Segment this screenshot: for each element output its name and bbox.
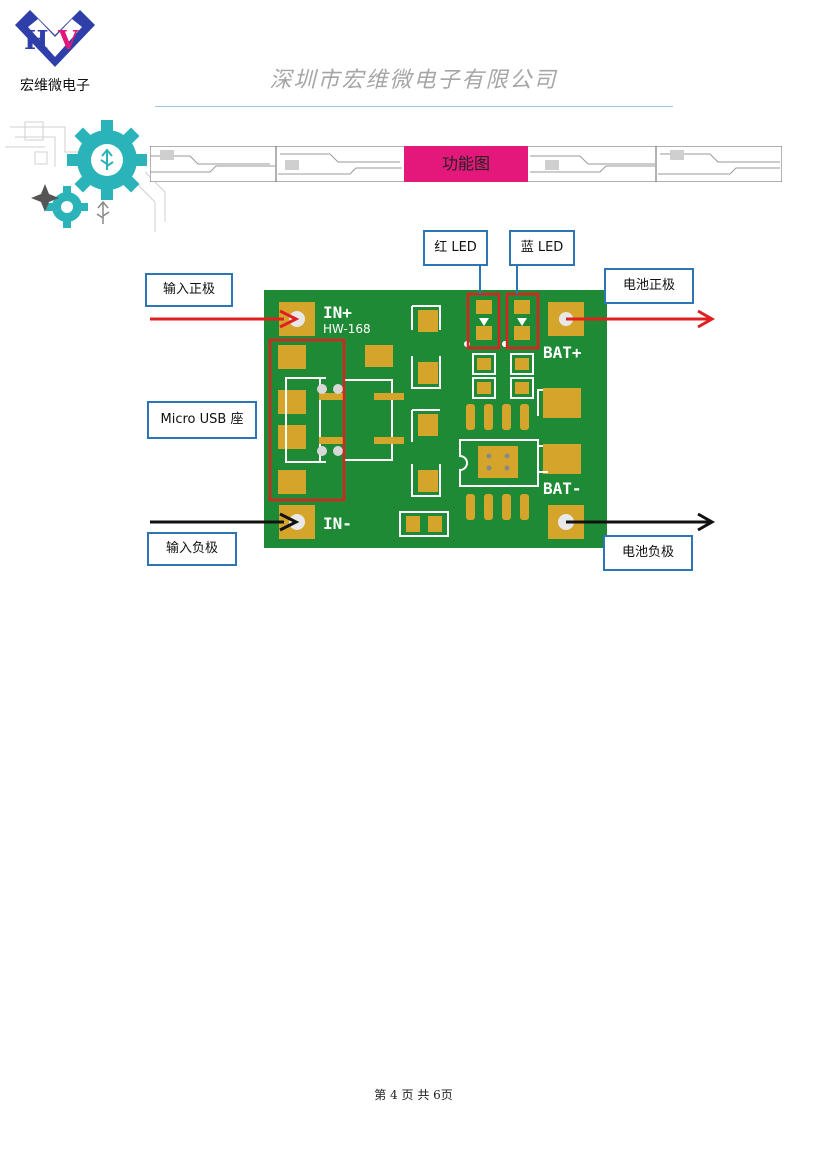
- svg-text:V: V: [57, 26, 79, 56]
- battery-positive-arrow: [566, 309, 716, 329]
- gear-decoration-icon: [5, 120, 166, 232]
- callout-input-positive: 输入正极: [145, 273, 233, 307]
- callout-input-negative: 输入负极: [147, 532, 237, 566]
- banner-title: 功能图: [441, 154, 490, 173]
- input-positive-arrow: [150, 309, 300, 329]
- charger-ic-footprint: [459, 404, 539, 520]
- callout-micro-usb: Micro USB 座: [147, 401, 257, 439]
- page-number: 第 4 页 共 6页: [374, 1088, 453, 1102]
- company-logo: H V 宏维微电子: [15, 10, 95, 94]
- blue-led-highlight-box: [505, 292, 540, 350]
- input-negative-arrow: [150, 512, 300, 532]
- callout-blue-led: 蓝 LED: [509, 230, 575, 266]
- red-led-highlight-box: [466, 292, 501, 350]
- usb-highlight-box: [268, 338, 346, 502]
- usb-connector-footprint: [278, 345, 404, 494]
- silk-bat-minus: BAT-: [543, 479, 582, 498]
- section-banner: [150, 146, 782, 182]
- function-diagram: IN+ HW-168 IN- BAT+ BAT-: [150, 266, 716, 548]
- logo-text: 宏维微电子: [20, 78, 90, 94]
- callout-battery-positive: 电池正极: [604, 268, 694, 304]
- callout-battery-negative: 电池负极: [603, 535, 693, 571]
- svg-text:H: H: [24, 26, 49, 56]
- silk-model: HW-168: [323, 322, 371, 336]
- silk-in-minus: IN-: [323, 514, 352, 533]
- silk-bat-plus: BAT+: [543, 343, 582, 362]
- battery-negative-arrow: [566, 512, 716, 532]
- callout-red-led: 红 LED: [423, 230, 488, 266]
- smd-components: [399, 305, 449, 537]
- silk-in-plus: IN+: [323, 303, 352, 322]
- header-divider: [155, 106, 673, 107]
- company-name: 深圳市宏维微电子有限公司: [269, 68, 558, 93]
